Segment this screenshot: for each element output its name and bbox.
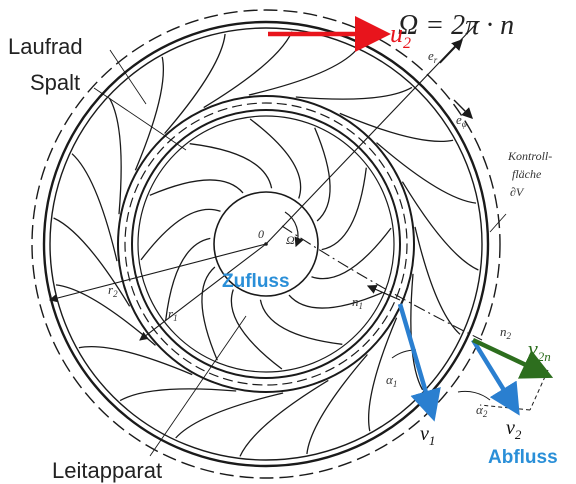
guide-vane	[165, 237, 211, 321]
flow-dashdot-line	[281, 225, 483, 341]
gap-dashed-ring	[124, 102, 408, 386]
n1-label: n1	[352, 294, 363, 311]
guide-vane	[259, 299, 343, 345]
tangent-dashed-line	[529, 369, 549, 411]
laufrad-label: Laufrad	[8, 34, 83, 59]
zufluss-label: Zufluss	[222, 271, 290, 292]
kontroll-label-1: Kontroll-	[507, 149, 552, 163]
origin-point	[264, 242, 268, 246]
guide-vane	[314, 127, 331, 222]
leitapparat-label: Leitapparat	[52, 458, 162, 483]
spalt-label: Spalt	[30, 70, 80, 95]
guide-vane	[249, 118, 302, 199]
e-phi-arrow	[453, 99, 473, 119]
omega-small-label: Ω	[286, 233, 295, 247]
rotation-arc	[284, 211, 304, 248]
v1-velocity-arrow	[397, 303, 441, 422]
runner-blade	[134, 56, 165, 171]
runner-blade	[367, 317, 398, 432]
r2-label: r2	[108, 282, 118, 299]
runner-blade	[239, 379, 329, 457]
kontroll-label-2: fläche	[512, 167, 542, 181]
runner-inner-ring	[49, 27, 483, 461]
runner-blade	[164, 33, 226, 134]
radial-axis-line	[265, 21, 479, 245]
omega-equation: Ω = 2π · n	[398, 10, 514, 41]
v2-velocity-arrow	[471, 338, 520, 416]
leitapparat-leader	[149, 315, 247, 457]
laufrad-leader	[109, 49, 147, 105]
runner-blades	[53, 31, 479, 457]
v2n-label: v2n	[528, 336, 551, 364]
runner-blade	[203, 31, 293, 109]
r1-label: r1	[168, 306, 178, 323]
guide-vanes	[140, 118, 392, 370]
v2n-velocity-arrow	[472, 337, 554, 379]
alpha2-arc	[457, 390, 491, 401]
hub-circle	[213, 191, 319, 297]
alpha1-label: α1	[386, 372, 397, 389]
abfluss-label: Abfluss	[488, 447, 558, 468]
runner-blade	[248, 49, 357, 96]
e-phi-label: eφ	[456, 112, 467, 129]
runner-blade	[78, 345, 193, 376]
guide-vane	[311, 227, 392, 280]
guide-inner-ring	[137, 115, 395, 373]
runner-blade	[108, 97, 122, 215]
runner-blade	[119, 388, 237, 402]
u2-label: u2	[390, 19, 411, 52]
runner-blade	[295, 86, 413, 100]
v1-label: v1	[420, 423, 435, 448]
alpha2-label: α2	[476, 402, 488, 419]
kontroll-label-3: ∂V	[510, 185, 525, 199]
guide-outer-ring	[131, 109, 401, 379]
control-surface-circle	[31, 9, 501, 479]
e-r-label: er	[428, 48, 438, 65]
runner-blade	[71, 153, 118, 262]
runner-blade	[376, 142, 477, 204]
runner-blade	[414, 226, 461, 335]
guide-vane	[288, 292, 383, 309]
e-r-arrow	[439, 38, 463, 64]
kontroll-leader	[489, 213, 507, 233]
r1-radius-line	[139, 243, 267, 341]
guide-vane	[321, 167, 367, 251]
runner-blade	[339, 112, 454, 143]
runner-blade	[306, 354, 368, 455]
runner-blade	[53, 217, 131, 307]
runner-blade	[401, 181, 479, 271]
n2-label: n2	[500, 324, 512, 341]
runner-blade	[175, 392, 284, 439]
guide-vane	[140, 208, 221, 261]
guide-vane	[149, 179, 244, 196]
guide-vane	[201, 266, 218, 361]
v2-label: v2	[506, 417, 522, 442]
n1-arrow	[366, 284, 401, 301]
gap-outer-ring	[117, 95, 415, 393]
guide-vane	[189, 143, 273, 189]
r2-radius-line	[48, 243, 267, 303]
origin-label: 0	[258, 227, 264, 241]
guide-vane	[230, 289, 283, 370]
spalt-leader	[93, 87, 187, 151]
runner-outer-ring	[42, 20, 490, 468]
v2-dashed-line	[479, 404, 531, 411]
